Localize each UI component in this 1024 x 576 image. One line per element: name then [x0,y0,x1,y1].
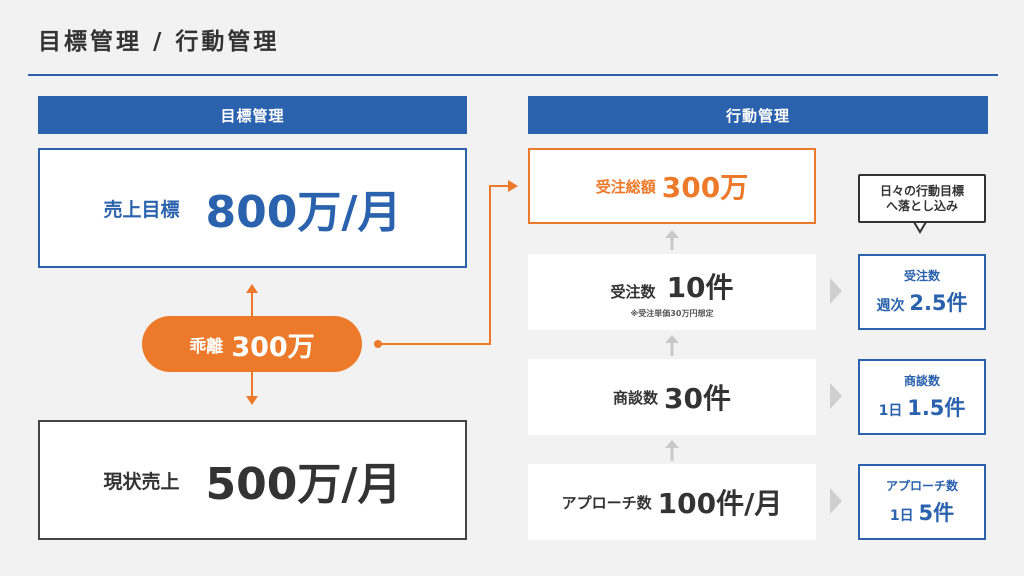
gap-value: 300万 [231,331,315,363]
action-header: 行動管理 [528,96,988,134]
meetings-value: 30件 [664,382,731,415]
weekly-orders-title: 受注数 [903,269,940,283]
sales-target-box: 売上目標 800万/月 [38,148,467,268]
daily-meetings-title: 商談数 [903,374,940,388]
daily-goal-bubble: 日々の行動目標 へ落とし込み [858,174,986,223]
bubble-line1: 日々の行動目標 [879,183,964,198]
daily-approaches-title: アプローチ数 [885,479,958,493]
order-total-value: 300万 [661,171,749,204]
daily-approaches-prefix: 1日 [889,508,914,524]
bubble-line2: へ落とし込み [885,198,958,213]
meetings-label: 商談数 [613,388,659,407]
current-sales-box: 現状売上 500万/月 [38,420,467,540]
goal-header: 目標管理 [38,96,467,134]
gap-pill: 乖離 300万 [142,316,362,372]
daily-meetings-prefix: 1日 [878,403,903,419]
current-sales-value: 500万/月 [205,459,402,510]
approaches-label: アプローチ数 [561,493,652,512]
weekly-orders-value: 2.5件 [909,291,968,315]
sales-target-value: 800万/月 [205,187,402,238]
order-total-box: 受注総額 300万 [528,148,816,224]
weekly-orders-prefix: 週次 [876,298,905,314]
page-title: 目標管理 / 行動管理 [38,29,280,55]
gap-label: 乖離 [189,336,224,357]
orders-value: 10件 [666,270,734,304]
orders-box: 受注数 10件 ※受注単価30万円想定 [528,254,816,330]
orders-label: 受注数 [610,282,656,301]
sales-target-label: 売上目標 [103,198,180,221]
daily-meetings-value: 1.5件 [907,396,966,420]
weekly-orders-box: 受注数 週次 2.5件 [858,254,986,330]
daily-approaches-value: 5件 [918,501,955,525]
daily-approaches-box: アプローチ数 1日 5件 [858,464,986,540]
meetings-box: 商談数 30件 [528,359,816,435]
daily-meetings-box: 商談数 1日 1.5件 [858,359,986,435]
approaches-value: 100件/月 [657,487,783,520]
order-total-label: 受注総額 [595,177,656,196]
title-divider [28,74,998,76]
orders-note: ※受注単価30万円想定 [630,308,714,318]
current-sales-label: 現状売上 [103,470,180,493]
approaches-box: アプローチ数 100件/月 [528,464,816,540]
